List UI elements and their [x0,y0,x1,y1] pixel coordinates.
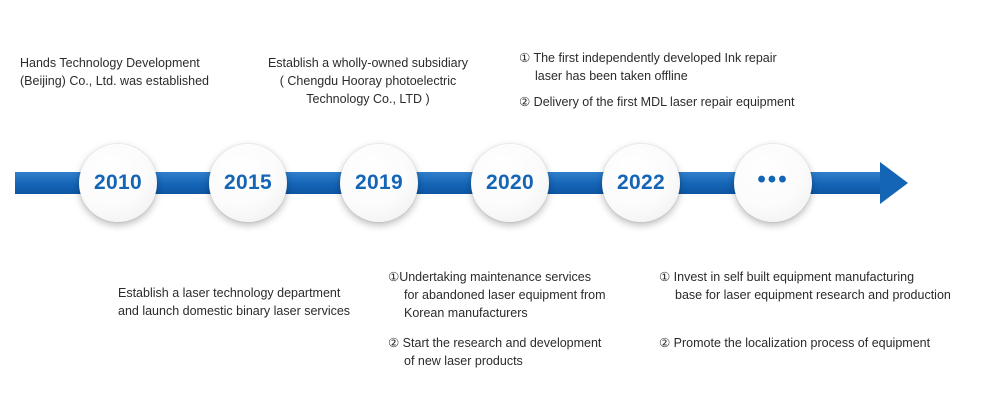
event-2020-item-1: ①Undertaking maintenance services for ab… [388,268,606,322]
event-future-item-1: ① Invest in self built equipment manufac… [659,268,951,304]
event-2022-item-2: ② Delivery of the first MDL laser repair… [519,93,794,111]
event-2020-item-2: ② Start the research and development of … [388,334,601,370]
event-2020-item-2-line-2: of new laser products [404,354,523,368]
year-label-2019: 2019 [355,171,403,194]
year-node-2020: 2020 [471,144,549,222]
year-node-2015: 2015 [209,144,287,222]
event-2010-line-1: Hands Technology Development [20,56,200,70]
event-2015-line-2: and launch domestic binary laser service… [118,304,351,318]
event-2020-item-1-line-3: Korean manufacturers [404,306,528,320]
event-2022-item-1: ① The first independently developed Ink … [519,49,777,85]
event-2020-item-2-line-1: ② Start the research and development [388,336,602,350]
year-node-2019: 2019 [340,144,418,222]
year-label-2010: 2010 [94,171,142,194]
future-node: ••• [734,144,812,222]
ellipsis-icon: ••• [757,166,789,193]
event-2019: Establish a wholly-owned subsidiary ( Ch… [255,54,481,108]
year-label-2022: 2022 [617,171,665,194]
event-future-item-2: ② Promote the localization process of eq… [659,334,930,352]
event-2019-line-3: Technology Co., LTD ) [306,92,430,106]
event-future-item-2-line-1: ② Promote the localization process of eq… [659,336,931,350]
event-2019-line-2: ( Chengdu Hooray photoelectric [279,74,457,88]
event-2020-item-1-line-2: for abandoned laser equipment from [404,288,606,302]
event-2022-item-1-line-1: ① The first independently developed Ink … [519,51,777,65]
event-future-item-1-line-2: base for laser equipment research and pr… [675,288,951,302]
year-label-2015: 2015 [224,171,272,194]
event-2010: Hands Technology Development (Beijing) C… [20,54,209,90]
year-node-2010: 2010 [79,144,157,222]
event-2022-item-2-line-1: ② Delivery of the first MDL laser repair… [519,95,795,109]
event-2020-item-1-line-1: ①Undertaking maintenance services [388,270,591,284]
event-2019-line-1: Establish a wholly-owned subsidiary [267,56,469,70]
year-node-2022: 2022 [602,144,680,222]
year-label-2020: 2020 [486,171,534,194]
event-2015-line-1: Establish a laser technology department [118,286,341,300]
event-2022-item-1-line-2: laser has been taken offline [535,69,688,83]
timeline-arrow-icon [880,162,908,204]
event-2010-line-2: (Beijing) Co., Ltd. was established [20,74,209,88]
event-future-item-1-line-1: ① Invest in self built equipment manufac… [659,270,915,284]
event-2015: Establish a laser technology department … [118,284,350,320]
